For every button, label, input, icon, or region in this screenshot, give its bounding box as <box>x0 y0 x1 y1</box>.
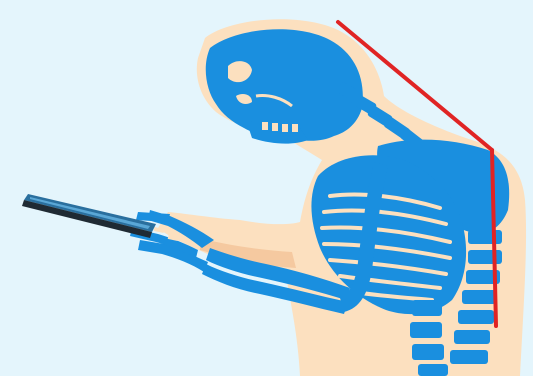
skull <box>206 29 363 143</box>
smartphone-icon <box>22 194 156 238</box>
